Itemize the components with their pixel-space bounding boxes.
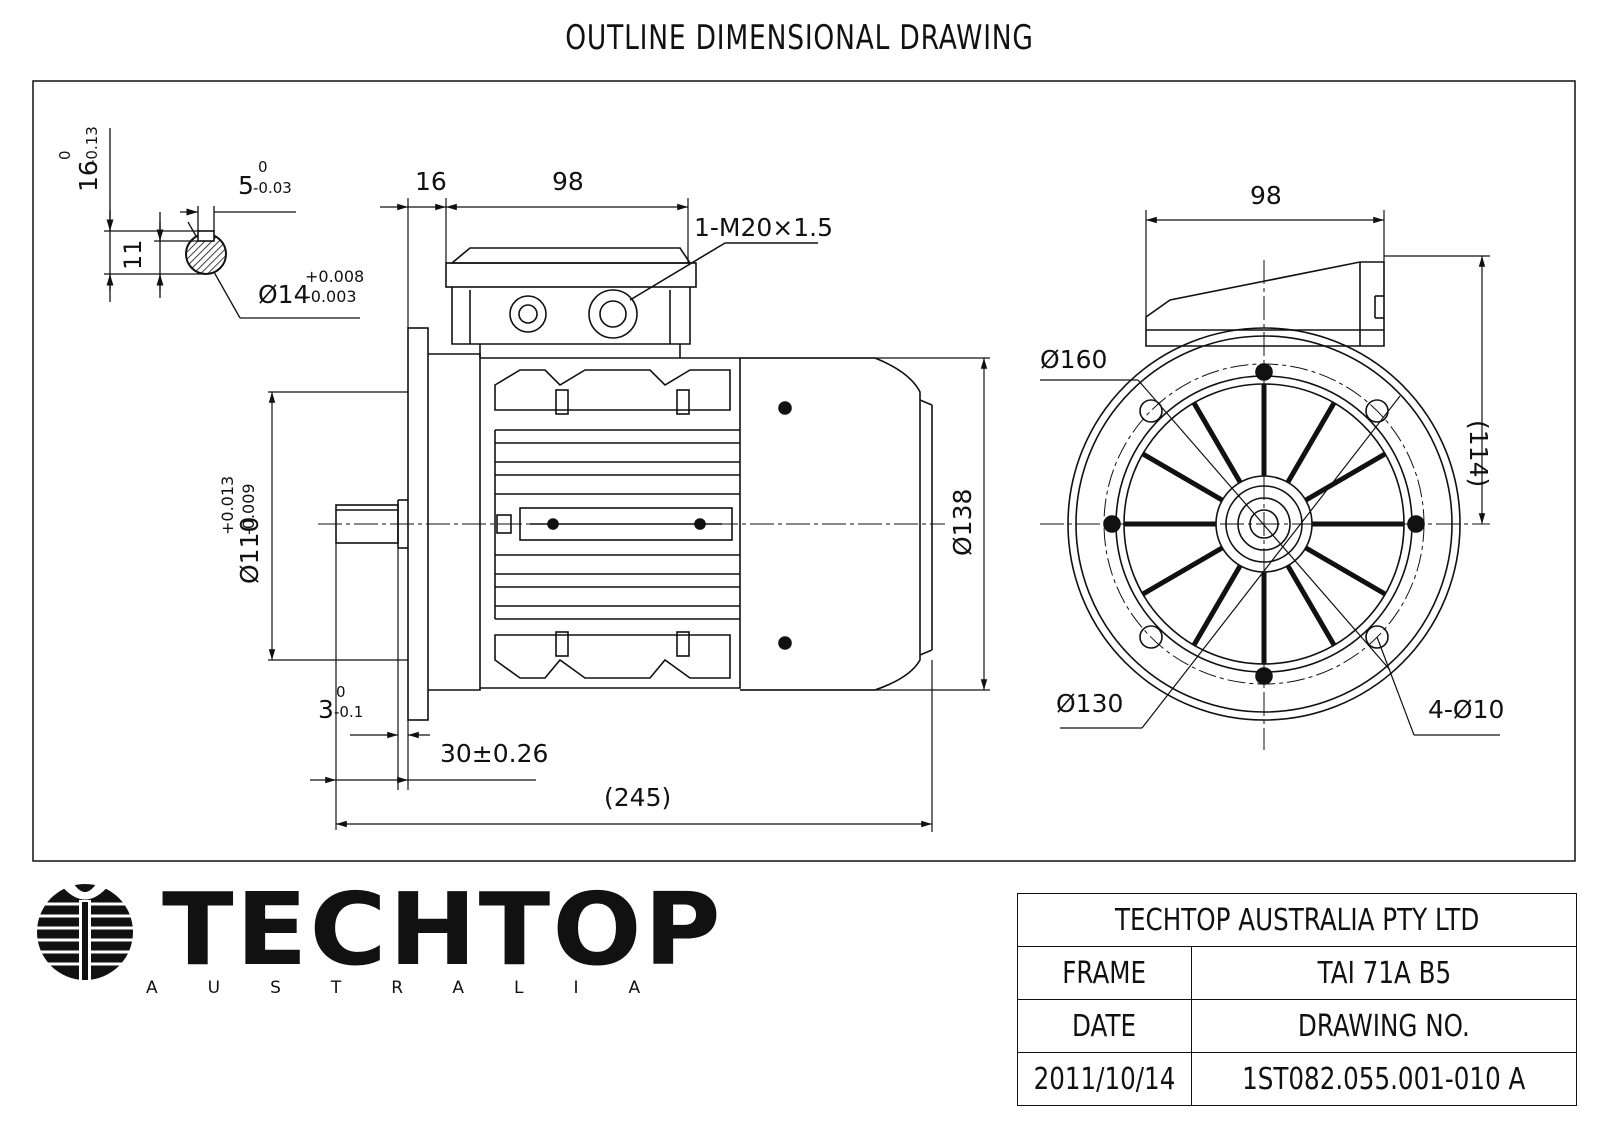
dim-spigot-tol-lower: -0.009 [239, 483, 258, 535]
dim-spigot-tol-upper: +0.013 [218, 476, 237, 535]
dim-spigot-depth-tol-upper: 0 [336, 683, 346, 701]
dim-holes: 4-Ø10 [1428, 695, 1504, 724]
side-view-dimensions [268, 198, 990, 832]
titleblock-drawing-no-value: 1ST082.055.001-010 A [1190, 1052, 1578, 1106]
dim-shaft-dia-tol-upper: +0.008 [305, 267, 364, 286]
drawing-border [32, 80, 1576, 862]
dim-key-width-tol-lower: -0.03 [253, 179, 292, 197]
dim-key-width-tol-upper: 0 [258, 158, 268, 176]
dim-shaft-dia: Ø14 [258, 280, 310, 309]
titleblock-frame-value: TAI 71A B5 [1190, 946, 1578, 1000]
dim-key-height-tol-lower: -0.13 [83, 126, 101, 165]
dim-cable-entry: 1-M20×1.5 [694, 213, 833, 242]
dim-height-to-box: (114) [1464, 420, 1493, 487]
dim-spigot-depth-tol-lower: -0.1 [334, 703, 363, 721]
techtop-emblem-icon [37, 884, 133, 980]
dim-pcd: Ø130 [1056, 689, 1123, 718]
logo-subtitle: AUSTRALIA [146, 978, 691, 998]
dim-body-dia: Ø138 [948, 489, 977, 556]
dim-key-height-tol-upper: 0 [56, 150, 74, 160]
titleblock-frame-label: FRAME [1017, 946, 1192, 1000]
titleblock-company: TECHTOP AUSTRALIA PTY LTD [1017, 893, 1577, 947]
dim-spigot-depth: 3 [318, 695, 334, 724]
titleblock-drawing-no-label: DRAWING NO. [1190, 999, 1578, 1053]
motor-side-view [335, 242, 933, 721]
dim-key-width: 5 [238, 171, 254, 200]
dim-flange-to-box: 16 [415, 167, 447, 196]
titleblock-date-label: DATE [1017, 999, 1192, 1053]
dim-flange-dia: Ø160 [1040, 345, 1107, 374]
dim-key-height: 16 [74, 160, 103, 192]
shaft-key-detail [104, 128, 360, 319]
techtop-logo: TECHTOP AUSTRALIA [34, 880, 721, 1000]
drawing-title: OUTLINE DIMENSIONAL DRAWING [565, 18, 1034, 58]
logo-wordmark: TECHTOP [162, 871, 723, 988]
end-view-dimensions [1040, 210, 1500, 736]
title-block: TECHTOP AUSTRALIA PTY LTD FRAME TAI 71A … [1017, 893, 1578, 1106]
dim-overall-length: (245) [604, 783, 671, 812]
titleblock-date-value: 2011/10/14 [1017, 1052, 1192, 1106]
dim-box-width-end: 98 [1250, 181, 1282, 210]
dim-key-depth: 11 [119, 239, 147, 270]
dim-shaft-dia-tol-lower: -0.003 [305, 287, 357, 306]
dim-spigot-dia: Ø110 [235, 517, 264, 584]
dim-shaft-length: 30±0.26 [440, 739, 548, 768]
dim-box-length-side: 98 [552, 167, 584, 196]
